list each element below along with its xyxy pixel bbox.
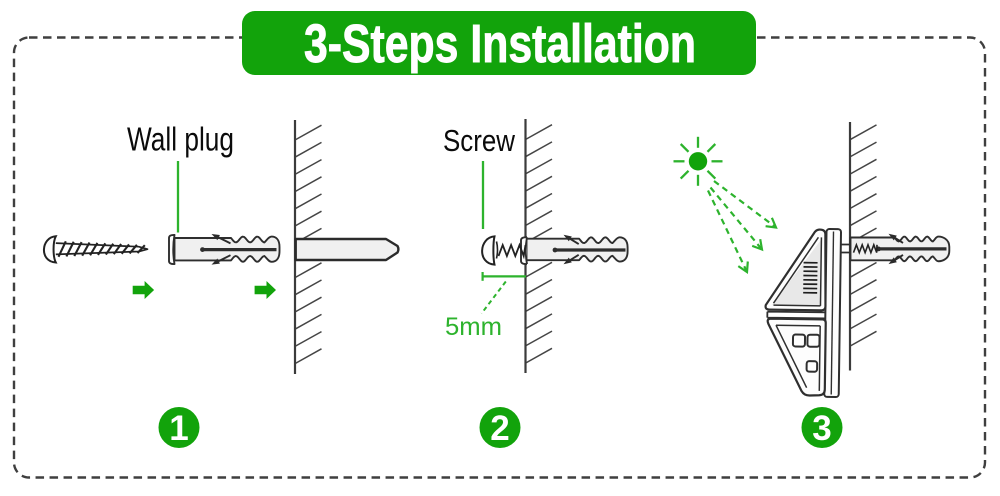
svg-text:2: 2 — [490, 409, 509, 448]
svg-text:3: 3 — [812, 409, 831, 448]
svg-text:1: 1 — [169, 409, 188, 448]
svg-text:Wall plug: Wall plug — [127, 121, 234, 158]
svg-text:3-Steps Installation: 3-Steps Installation — [304, 14, 696, 74]
svg-text:5mm: 5mm — [445, 313, 502, 341]
svg-text:Screw: Screw — [443, 123, 516, 158]
